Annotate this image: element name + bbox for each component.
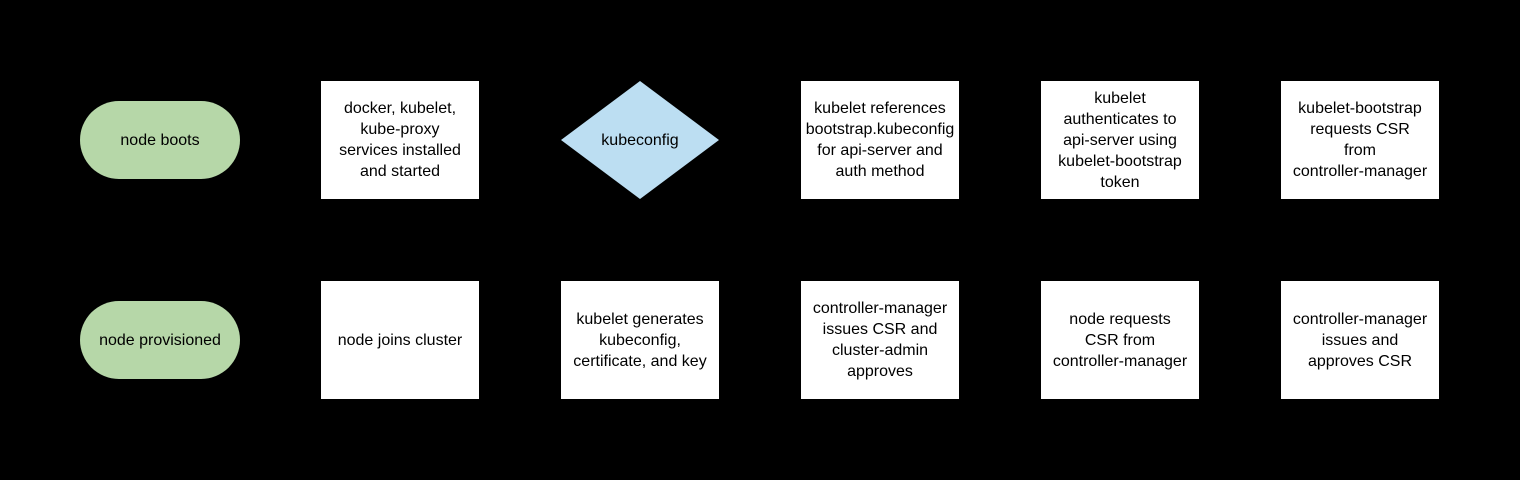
node-label: node joins cluster (337, 331, 463, 349)
node-label: node provisioned (99, 331, 221, 349)
process-node-requests-csr: node requests CSR from controller-manage… (1041, 281, 1199, 399)
node-label: controller-manager issues and approves C… (1292, 310, 1428, 370)
node-label: kubelet generates kubeconfig, certificat… (573, 310, 707, 370)
node-label: kubelet references bootstrap.kubeconfig … (805, 100, 955, 180)
node-label: node requests CSR from controller-manage… (1052, 310, 1188, 370)
process-node-joins-cluster: node joins cluster (321, 281, 479, 399)
node-label: kubelet-bootstrap requests CSR from cont… (1292, 100, 1428, 180)
node-label: kubeconfig (601, 131, 679, 149)
node-label: docker, kubelet, kube-proxy services ins… (339, 100, 461, 180)
process-controller-manager-issues-csr: controller-manager issues CSR and cluste… (801, 281, 959, 399)
terminator-node-provisioned: node provisioned (80, 301, 240, 379)
decision-kubeconfig: kubeconfig (561, 81, 719, 199)
process-services-installed: docker, kubelet, kube-proxy services ins… (321, 81, 479, 199)
node-label: node boots (120, 131, 200, 149)
node-label: kubelet authenticates to api-server usin… (1058, 89, 1182, 191)
node-label: controller-manager issues CSR and cluste… (812, 300, 948, 380)
process-kubelet-authenticates: kubelet authenticates to api-server usin… (1041, 81, 1199, 199)
process-controller-manager-approves-csr: controller-manager issues and approves C… (1281, 281, 1439, 399)
process-kubelet-references-bootstrap-kubeconfig: kubelet references bootstrap.kubeconfig … (801, 81, 959, 199)
process-kubelet-bootstrap-requests-csr: kubelet-bootstrap requests CSR from cont… (1281, 81, 1439, 199)
process-kubelet-generates-kubeconfig: kubelet generates kubeconfig, certificat… (561, 281, 719, 399)
terminator-node-boots: node boots (80, 101, 240, 179)
